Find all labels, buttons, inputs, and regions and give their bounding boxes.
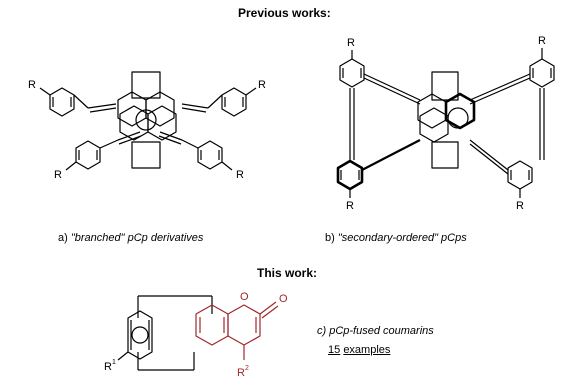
caption-c-text: c) pCp-fused coumarins (317, 325, 434, 337)
label-r2-sup: 2 (245, 365, 249, 372)
caption-a-prefix: a) (58, 232, 71, 244)
caption-b: b) "secondary-ordered" pCps (325, 232, 467, 244)
caption-c-count-line: 15 examples (328, 344, 390, 356)
caption-c-examples: examples (343, 344, 391, 356)
caption-c-count: 15 (328, 344, 341, 356)
label-r-b3: R (346, 200, 354, 212)
label-r-a3: R (54, 169, 62, 181)
caption-a: a) "branched" pCp derivatives (58, 232, 203, 244)
label-ring-o: O (240, 291, 249, 303)
label-r1-base: R (104, 361, 112, 373)
caption-a-rest: pCp derivatives (124, 232, 204, 244)
label-r-a1: R (28, 79, 36, 91)
label-r-b1: R (347, 37, 355, 49)
label-r-a2: R (258, 79, 266, 91)
coumarin-fragment (195, 301, 279, 360)
structure-c-pcp-fused-coumarin (117, 295, 213, 371)
heading-this-work: This work: (257, 266, 318, 280)
caption-b-quoted: "secondary-ordered" (337, 232, 438, 244)
caption-c: c) pCp-fused coumarins (317, 325, 434, 337)
label-r-a4: R (236, 169, 244, 181)
heading-previous-works: Previous works: (238, 6, 331, 20)
caption-b-rest: pCps (437, 232, 467, 244)
caption-b-prefix: b) (325, 232, 338, 244)
label-r-b2: R (538, 35, 546, 47)
label-r1-sup: 1 (112, 359, 116, 366)
structure-a-branched-pcp (39, 71, 257, 171)
structure-b-secondary-ordered-pcps (336, 48, 555, 198)
label-r-b4: R (516, 200, 524, 212)
label-carbonyl-o: O (279, 293, 288, 305)
caption-a-quoted: "branched" (70, 232, 125, 244)
label-r2-base: R (237, 367, 245, 379)
